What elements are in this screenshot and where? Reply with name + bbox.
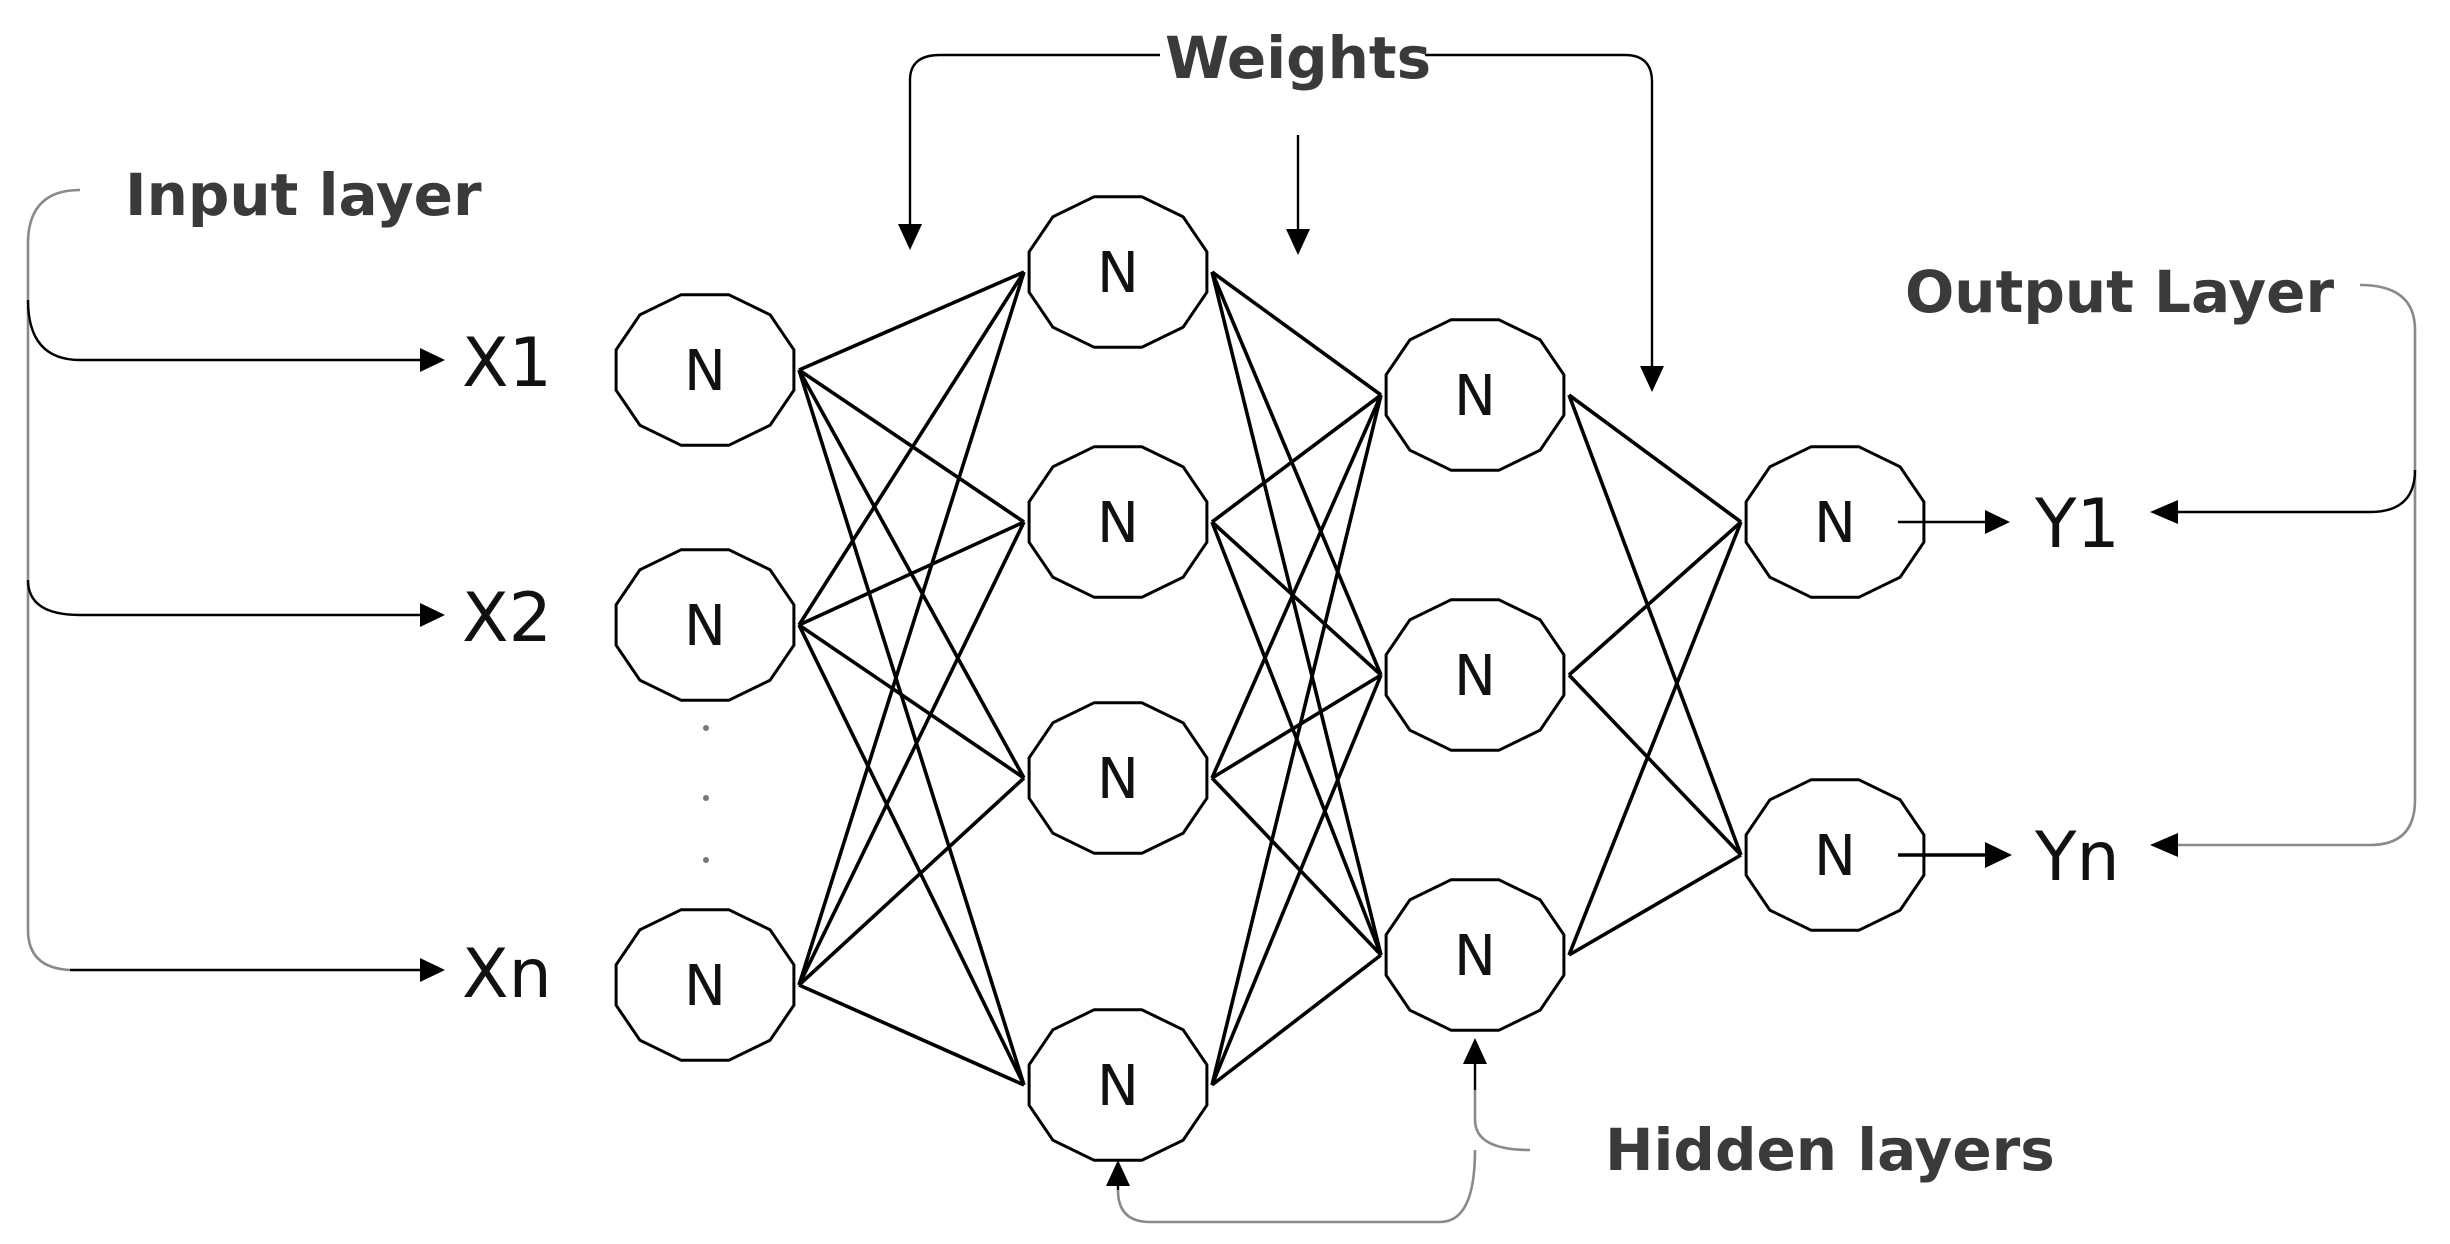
neuron-input-3: N: [614, 908, 796, 1062]
weight-edge: [1210, 271, 1383, 676]
input-bracket: [26, 188, 445, 982]
weight-edge: [1210, 394, 1383, 779]
neuron-label: N: [1097, 241, 1139, 306]
neuron-hidden-1-1: N: [1027, 195, 1209, 349]
weight-edge: [1567, 673, 1743, 857]
neuron-shape: [1744, 445, 1926, 599]
weight-edge: [1210, 776, 1383, 957]
weight-edge: [797, 369, 1026, 1086]
weight-edge: [797, 271, 1026, 986]
weight-edge: [1210, 953, 1383, 1087]
weight-edge: [797, 623, 1026, 780]
neuron-shape: [1744, 778, 1926, 932]
input-label-xn: Xn: [462, 935, 552, 1014]
neuron-label: N: [1097, 747, 1139, 812]
arrow-x2-icon: [420, 603, 445, 627]
arrow-left-icon: [2150, 833, 2178, 857]
neuron-hidden-2-3: N: [1384, 878, 1566, 1032]
weight-edge: [797, 776, 1026, 987]
arrow-down-icon: [1286, 229, 1310, 255]
neuron-output-2: N: [1744, 778, 1926, 932]
neuron-hidden-1-3: N: [1027, 701, 1209, 855]
weights-label: Weights: [1165, 24, 1431, 92]
arrow-xn-icon: [420, 958, 445, 982]
neuron-shape: [1384, 598, 1566, 752]
arrow-down-icon: [1640, 366, 1664, 392]
weight-edge: [798, 270, 1025, 372]
neuron-label: N: [1814, 491, 1856, 556]
weight-edge: [1210, 520, 1383, 677]
weight-edge: [1210, 393, 1383, 524]
weights-bracket: [898, 53, 1664, 392]
weight-edge: [798, 520, 1025, 627]
hidden-bracket: [1106, 1038, 1531, 1224]
input-label-x2: X2: [462, 579, 552, 658]
neuron-output-1: N: [1744, 445, 1926, 599]
neuron-label: N: [1454, 364, 1496, 429]
neuron-label: N: [684, 339, 726, 404]
weight-edge: [1210, 270, 1383, 397]
input-label-x1: X1: [462, 324, 552, 403]
neuron-label: N: [1814, 824, 1856, 889]
neuron-shape: [614, 548, 796, 702]
neuron-label: N: [684, 594, 726, 659]
arrow-left-icon: [2150, 500, 2178, 524]
arrow-up-icon: [1106, 1160, 1130, 1186]
input-layer-label: Input layer: [125, 161, 482, 229]
weight-connections: [797, 270, 1743, 1087]
weight-edge: [797, 271, 1026, 626]
weight-edge: [1210, 394, 1383, 1086]
neuron-hidden-1-4: N: [1027, 1008, 1209, 1162]
weight-edge: [797, 624, 1026, 1086]
weight-edge: [1567, 520, 1743, 677]
output-label-y1: Y1: [2034, 485, 2120, 564]
weight-edge: [1211, 673, 1382, 780]
neuron-shape: [614, 908, 796, 1062]
neuron-input-2: N: [614, 548, 796, 702]
neuron-shape: [1027, 1008, 1209, 1162]
weight-edge: [797, 521, 1026, 986]
neuron-hidden-2-1: N: [1384, 318, 1566, 472]
neuron-label: N: [1454, 644, 1496, 709]
weight-edge: [1567, 394, 1743, 856]
weight-edge: [1567, 393, 1743, 524]
neurons: N N N N N N N N N N N N: [614, 195, 1926, 1162]
neuron-label: N: [684, 954, 726, 1019]
neuron-shape: [1027, 701, 1209, 855]
neuron-hidden-1-2: N: [1027, 445, 1209, 599]
neuron-shape: [1027, 195, 1209, 349]
neuron-input-1: N: [614, 293, 796, 447]
neuron-shape: [1384, 318, 1566, 472]
weight-edge: [1210, 271, 1383, 956]
neuron-label: N: [1097, 1054, 1139, 1119]
arrow-x1-icon: [420, 348, 445, 372]
neuron-shape: [1384, 878, 1566, 1032]
neuron-shape: [614, 293, 796, 447]
output-bracket: [1898, 283, 2417, 868]
arrow-up-icon: [1463, 1038, 1487, 1064]
weight-edge: [1567, 521, 1743, 956]
output-label-yn: Yn: [2034, 818, 2120, 897]
arrow-down-icon: [898, 224, 922, 250]
neuron-label: N: [1454, 924, 1496, 989]
weight-edge: [798, 983, 1025, 1087]
input-ellipsis: [703, 725, 709, 863]
arrow-yn-icon: [1985, 842, 2012, 868]
output-layer-label: Output Layer: [1905, 258, 2335, 326]
arrow-y1-icon: [1985, 510, 2010, 534]
neuron-shape: [1027, 445, 1209, 599]
neuron-hidden-2-2: N: [1384, 598, 1566, 752]
neuron-label: N: [1097, 491, 1139, 556]
weight-edge: [1210, 674, 1383, 1086]
weight-edge: [1568, 853, 1742, 957]
hidden-layers-label: Hidden layers: [1605, 1116, 2055, 1184]
